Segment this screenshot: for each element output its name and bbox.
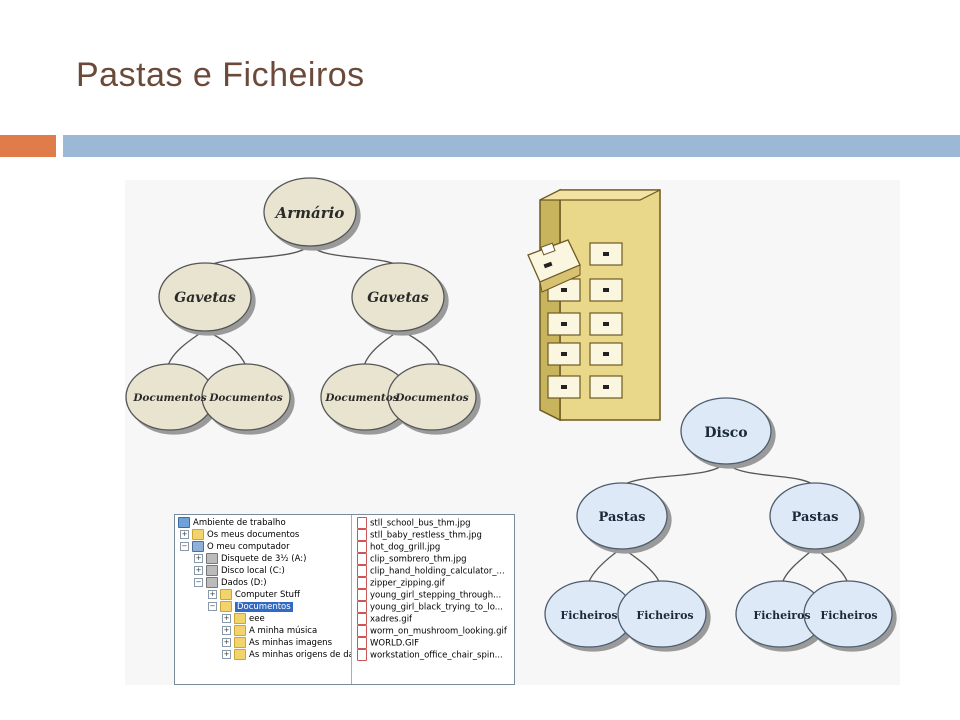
drive-icon	[206, 577, 218, 588]
image-file-icon	[357, 553, 367, 565]
node-pastas-2	[769, 482, 861, 550]
tree-item[interactable]: +A minha música	[222, 625, 318, 636]
expand-icon[interactable]: +	[222, 638, 231, 647]
open-folder-icon	[220, 601, 232, 612]
node-disco-label: Disco	[704, 425, 747, 441]
file-item[interactable]: young_girl_black_trying_to_lo...	[357, 601, 503, 613]
node-gavetas-1	[158, 262, 252, 332]
node-gavetas-1-label: Gavetas	[174, 290, 236, 306]
image-file-icon	[357, 625, 367, 637]
node-gavetas-2	[351, 262, 445, 332]
node-gavetas-2-label: Gavetas	[367, 290, 429, 306]
node-ficheiros-2	[617, 580, 707, 648]
tree-item[interactable]: −O meu computador	[180, 541, 290, 552]
node-documentos-1-label: Documentos	[132, 392, 206, 404]
file-item[interactable]: clip_sombrero_thm.jpg	[357, 553, 467, 565]
file-item[interactable]: clip_hand_holding_calculator_...	[357, 565, 505, 577]
file-item[interactable]: WORLD.GIF	[357, 637, 419, 649]
node-armario-label: Armário	[274, 204, 345, 222]
node-ficheiros-1-label: Ficheiros	[560, 609, 617, 622]
image-file-icon	[357, 601, 367, 613]
computer-icon	[192, 541, 204, 552]
music-folder-icon	[234, 625, 246, 636]
file-item[interactable]: xadres.gif	[357, 613, 412, 625]
expand-icon[interactable]: +	[194, 566, 203, 575]
file-item[interactable]: workstation_office_chair_spin...	[357, 649, 503, 661]
expand-icon[interactable]: +	[194, 554, 203, 563]
image-file-icon	[357, 649, 367, 661]
collapse-icon[interactable]: −	[208, 602, 217, 611]
node-ficheiros-2-label: Ficheiros	[636, 609, 693, 622]
tree-item[interactable]: +As minhas imagens	[222, 637, 332, 648]
tree-item[interactable]: +eee	[222, 613, 265, 624]
node-ficheiros-3-label: Ficheiros	[753, 609, 810, 622]
file-item[interactable]: hot_dog_grill.jpg	[357, 541, 440, 553]
tree-item-selected[interactable]: −Documentos	[208, 601, 293, 612]
node-ficheiros-4	[803, 580, 893, 648]
file-item[interactable]: worm_on_mushroom_looking.gif	[357, 625, 507, 637]
folder-icon	[192, 529, 204, 540]
tree-item[interactable]: −Dados (D:)	[194, 577, 267, 588]
file-list-pane: stll_school_bus_thm.jpg stll_baby_restle…	[355, 515, 514, 684]
tree-item[interactable]: +Disquete de 3½ (A:)	[194, 553, 307, 564]
expand-icon[interactable]: +	[222, 626, 231, 635]
tree-item[interactable]: +Computer Stuff	[208, 589, 300, 600]
image-file-icon	[357, 589, 367, 601]
folder-tree-pane: Ambiente de trabalho +Os meus documentos…	[175, 515, 352, 684]
drive-icon	[206, 565, 218, 576]
image-file-icon	[357, 541, 367, 553]
title-accent-blue	[63, 135, 960, 157]
expand-icon[interactable]: +	[208, 590, 217, 599]
folder-icon	[234, 613, 246, 624]
node-documentos-2-label: Documentos	[208, 392, 282, 404]
image-file-icon	[357, 529, 367, 541]
node-pastas-1-label: Pastas	[599, 510, 646, 525]
slide-title: Pastas e Ficheiros	[76, 56, 365, 94]
expand-icon[interactable]: +	[222, 650, 231, 659]
node-documentos-4	[387, 363, 477, 431]
node-documentos-3-label: Documentos	[324, 392, 398, 404]
image-file-icon	[357, 637, 367, 649]
expand-icon[interactable]: +	[180, 530, 189, 539]
node-armario	[263, 177, 357, 247]
explorer-window: Ambiente de trabalho +Os meus documentos…	[174, 514, 515, 685]
node-disco	[680, 397, 772, 465]
expand-icon[interactable]: +	[222, 614, 231, 623]
node-pastas-2-label: Pastas	[792, 510, 839, 525]
image-file-icon	[357, 517, 367, 529]
tree-item[interactable]: +As minhas origens de dados	[222, 649, 351, 660]
floppy-icon	[206, 553, 218, 564]
title-accent-orange	[0, 135, 56, 157]
pictures-folder-icon	[234, 637, 246, 648]
node-ficheiros-4-label: Ficheiros	[820, 609, 877, 622]
tree-item[interactable]: +Os meus documentos	[180, 529, 300, 540]
collapse-icon[interactable]: −	[194, 578, 203, 587]
node-documentos-4-label: Documentos	[394, 392, 468, 404]
image-file-icon	[357, 613, 367, 625]
node-documentos-2	[201, 363, 291, 431]
tree-item[interactable]: Ambiente de trabalho	[178, 517, 286, 529]
image-file-icon	[357, 577, 367, 589]
file-item[interactable]: zipper_zipping.gif	[357, 577, 445, 589]
file-item[interactable]: stll_school_bus_thm.jpg	[357, 517, 471, 529]
file-item[interactable]: young_girl_stepping_through...	[357, 589, 501, 601]
desktop-icon	[178, 517, 190, 528]
data-sources-folder-icon	[234, 649, 246, 660]
collapse-icon[interactable]: −	[180, 542, 189, 551]
node-pastas-1	[576, 482, 668, 550]
filing-cabinet-image	[527, 188, 661, 422]
folder-icon	[220, 589, 232, 600]
image-file-icon	[357, 565, 367, 577]
file-item[interactable]: stll_baby_restless_thm.jpg	[357, 529, 482, 541]
tree-item[interactable]: +Disco local (C:)	[194, 565, 285, 576]
